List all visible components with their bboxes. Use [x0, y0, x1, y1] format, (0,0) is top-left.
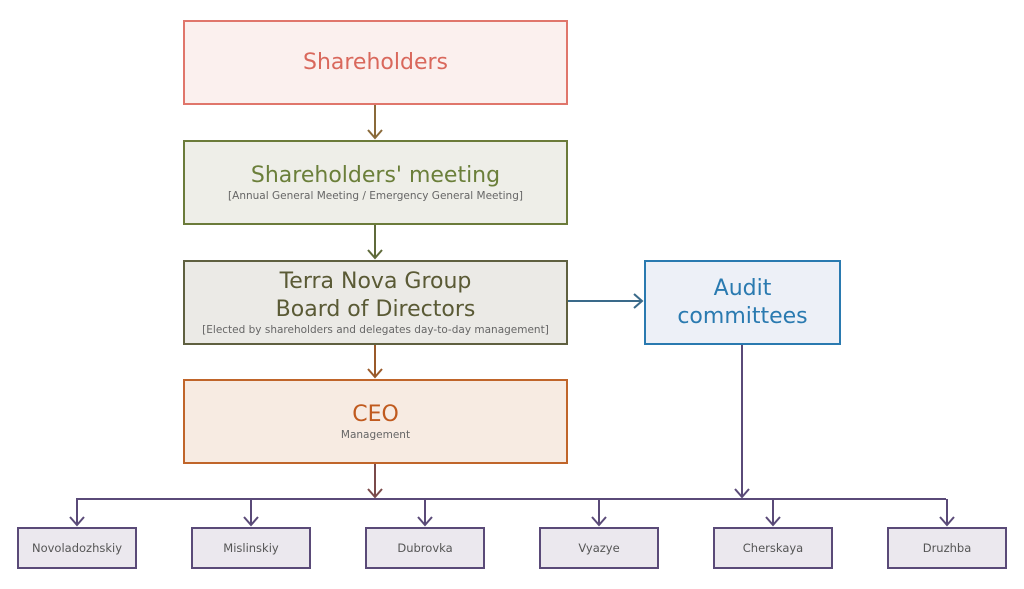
arrow-to-subsidiary	[69, 499, 85, 527]
arrow-shareholders-to-meeting	[367, 105, 383, 140]
board-title-line2: Board of Directors	[275, 297, 476, 322]
audit-title-line1: Audit	[713, 275, 772, 301]
arrow-to-subsidiary	[939, 499, 955, 527]
subsidiary-label: Druzhba	[922, 541, 972, 555]
board-box: Terra Nova Group Board of Directors [Ele…	[183, 260, 568, 345]
subsidiary-box: Cherskaya	[713, 527, 833, 569]
arrow-to-subsidiary	[243, 499, 259, 527]
subsidiary-label: Vyazye	[578, 541, 620, 555]
arrow-board-to-ceo	[367, 345, 383, 379]
subsidiary-label: Novoladozhskiy	[31, 541, 123, 555]
ceo-subtitle: Management	[340, 429, 411, 441]
subsidiary-box: Dubrovka	[365, 527, 485, 569]
meeting-subtitle: [Annual General Meeting / Emergency Gene…	[228, 190, 523, 202]
subsidiary-box: Novoladozhskiy	[17, 527, 137, 569]
subsidiary-box: Mislinskiy	[191, 527, 311, 569]
subsidiary-label: Cherskaya	[742, 541, 804, 555]
subsidiary-label: Dubrovka	[397, 541, 453, 555]
arrow-board-to-audit	[568, 293, 644, 309]
shareholders-title: Shareholders	[302, 49, 448, 75]
arrow-ceo-to-bus	[367, 464, 383, 499]
arrow-to-subsidiary	[417, 499, 433, 527]
arrow-meeting-to-board	[367, 225, 383, 260]
audit-title-line2: committees	[677, 303, 808, 329]
meeting-title: Shareholders' meeting	[250, 163, 501, 188]
audit-committees-box: Audit committees	[644, 260, 841, 345]
subsidiary-box: Druzhba	[887, 527, 1007, 569]
subsidiary-arrows	[69, 499, 955, 527]
arrow-audit-to-bus	[734, 345, 750, 499]
subsidiary-label: Mislinskiy	[223, 541, 279, 555]
arrow-to-subsidiary	[765, 499, 781, 527]
subsidiary-box: Vyazye	[539, 527, 659, 569]
arrow-to-subsidiary	[591, 499, 607, 527]
shareholders-meeting-box: Shareholders' meeting [Annual General Me…	[183, 140, 568, 225]
ceo-title: CEO	[352, 402, 399, 427]
board-subtitle: [Elected by shareholders and delegates d…	[202, 324, 549, 336]
shareholders-box: Shareholders	[183, 20, 568, 105]
board-title-line1: Terra Nova Group	[279, 269, 472, 294]
ceo-box: CEO Management	[183, 379, 568, 464]
